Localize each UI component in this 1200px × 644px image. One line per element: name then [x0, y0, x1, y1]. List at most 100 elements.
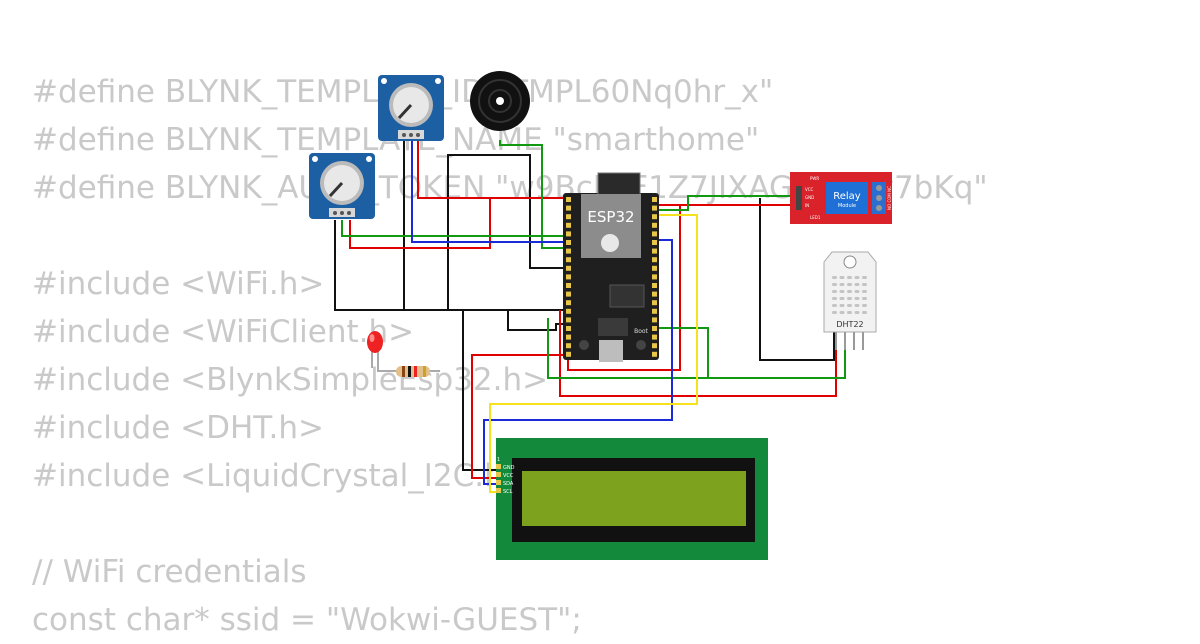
esp32-pin[interactable] [566, 283, 571, 288]
esp32-pin[interactable] [652, 274, 657, 280]
esp32-pin[interactable] [652, 291, 657, 297]
esp32-pin[interactable] [566, 334, 571, 340]
esp32-pin[interactable] [566, 231, 571, 237]
esp32-pin[interactable] [652, 257, 657, 263]
circuit-diagram: ESP32 Boot Relay Module NO COM NC PWR VC… [309, 71, 892, 560]
esp32-pin[interactable] [652, 343, 657, 349]
dht-vent [862, 304, 867, 307]
wire[interactable] [483, 239, 673, 485]
wire[interactable] [411, 140, 568, 243]
dht-vent [832, 283, 837, 286]
esp32-pins-right [652, 197, 657, 357]
dht-vent [847, 276, 852, 279]
esp32-pin[interactable] [652, 317, 657, 323]
esp32-pin[interactable] [566, 214, 571, 220]
code-line: #define BLYNK_TEMPLATE_NAME "smarthome" [32, 122, 760, 158]
lcd-pin-label: SDA [503, 481, 514, 487]
dht-vent [847, 283, 852, 286]
dht-vent [839, 297, 845, 300]
dht-vent [854, 304, 860, 307]
dht-vent [847, 290, 852, 293]
wire[interactable] [499, 140, 568, 249]
esp32-pin[interactable] [652, 205, 657, 211]
esp32-pin[interactable] [566, 343, 571, 349]
buzzer[interactable] [470, 71, 530, 131]
esp32-pin[interactable] [566, 291, 571, 297]
wire[interactable] [655, 195, 790, 211]
dht-vent [847, 304, 852, 307]
esp32-pins-left [566, 197, 571, 357]
dht22-sensor[interactable]: DHT22 [823, 251, 877, 350]
relay-pin-label: VCC [805, 187, 814, 192]
lcd-display[interactable]: 1 GND VCC SDA SCL [496, 438, 768, 560]
esp32-pin[interactable] [652, 214, 657, 220]
red-led[interactable] [367, 331, 383, 372]
esp32-pin[interactable] [652, 248, 657, 254]
esp32-pin[interactable] [566, 351, 571, 357]
dht-vent [862, 276, 867, 279]
dht-vent [832, 290, 837, 293]
dht-vent [832, 276, 837, 279]
esp32-pin[interactable] [652, 283, 657, 288]
lcd-pin1-label: 1 [497, 457, 500, 463]
esp32-pin[interactable] [652, 351, 657, 357]
esp32-pin[interactable] [652, 231, 657, 237]
esp32-board[interactable]: ESP32 Boot [563, 172, 659, 362]
dht-vent [832, 311, 837, 314]
esp32-pin[interactable] [652, 308, 657, 314]
lcd-pins: 1 GND VCC SDA SCL [496, 457, 515, 495]
esp32-pin[interactable] [566, 248, 571, 254]
code-line: #include <WiFi.h> [32, 266, 325, 302]
wires [334, 140, 846, 493]
esp32-pin[interactable] [566, 265, 571, 271]
esp32-label: ESP32 [587, 208, 634, 226]
relay-pin-label: IN [805, 203, 809, 208]
wire[interactable] [759, 198, 835, 361]
esp32-pin[interactable] [566, 197, 571, 202]
relay-pin-label: PWR [810, 176, 819, 181]
esp32-pin[interactable] [566, 274, 571, 280]
lcd-pin-label: SCL [503, 489, 513, 495]
dht-vent [847, 297, 852, 300]
wire[interactable] [708, 332, 846, 379]
esp32-pin[interactable] [566, 257, 571, 263]
wire[interactable] [341, 220, 568, 237]
dht-vent [839, 290, 845, 293]
esp32-pin[interactable] [566, 222, 571, 228]
esp32-pin[interactable] [652, 197, 657, 202]
esp32-pin[interactable] [652, 300, 657, 306]
esp32-pin[interactable] [652, 222, 657, 228]
esp32-pin[interactable] [652, 326, 657, 331]
relay-module[interactable]: Relay Module NO COM NC PWR VCC GND IN LE… [790, 172, 892, 224]
relay-terminal-label: NO COM NC [887, 186, 892, 210]
resistor[interactable] [378, 366, 440, 377]
esp32-pin[interactable] [566, 240, 571, 245]
dht-vent [847, 311, 852, 314]
esp32-pin[interactable] [566, 308, 571, 314]
esp32-pin[interactable] [566, 300, 571, 306]
wire[interactable] [417, 140, 490, 199]
potentiometer[interactable] [378, 75, 444, 141]
boot-label: Boot [634, 328, 648, 335]
wire[interactable] [447, 154, 568, 310]
dht-vent [862, 311, 867, 314]
wire[interactable] [471, 354, 568, 479]
potentiometer[interactable] [309, 153, 375, 219]
dht-vent [854, 276, 860, 279]
wire[interactable] [489, 214, 698, 493]
dht-vent [854, 283, 860, 286]
dht-vent [839, 304, 845, 307]
esp32-pin[interactable] [566, 205, 571, 211]
code-line: // WiFi credentials [32, 554, 307, 590]
esp32-pin[interactable] [652, 240, 657, 245]
esp32-pin[interactable] [566, 326, 571, 331]
relay-pin-label: LED1 [810, 215, 821, 220]
esp32-pin[interactable] [652, 265, 657, 271]
esp32-pin[interactable] [566, 317, 571, 323]
wire[interactable] [334, 220, 569, 311]
dht-vent [854, 290, 860, 293]
usb-port [599, 340, 623, 362]
wire[interactable] [462, 310, 500, 471]
esp32-pin[interactable] [652, 334, 657, 340]
wire[interactable] [349, 197, 568, 249]
